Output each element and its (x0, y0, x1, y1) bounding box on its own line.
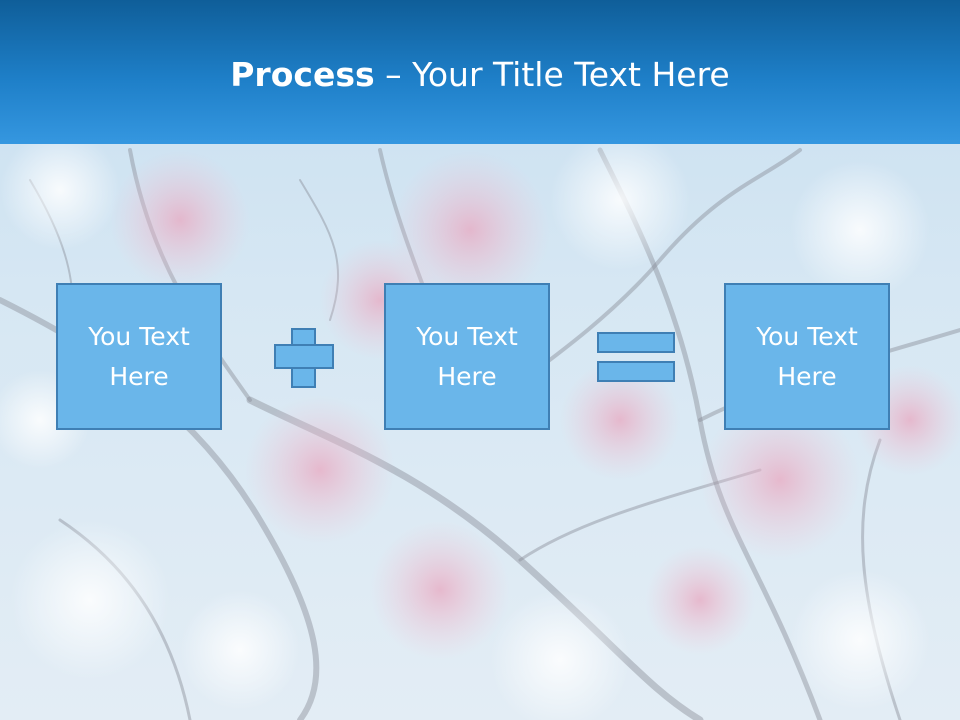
title-bar (0, 0, 960, 144)
title-rest-part: – Your Title Text Here (374, 55, 730, 94)
process-box-2: You Text Here (384, 283, 550, 430)
slide-title: Process – Your Title Text Here (0, 50, 960, 100)
process-box-2-text: You Text Here (416, 321, 518, 391)
process-box-1: You Text Here (56, 283, 222, 430)
process-box-3-text: You Text Here (756, 321, 858, 391)
process-box-1-text: You Text Here (88, 321, 190, 391)
process-box-3: You Text Here (724, 283, 890, 430)
title-bold-part: Process (230, 55, 375, 94)
